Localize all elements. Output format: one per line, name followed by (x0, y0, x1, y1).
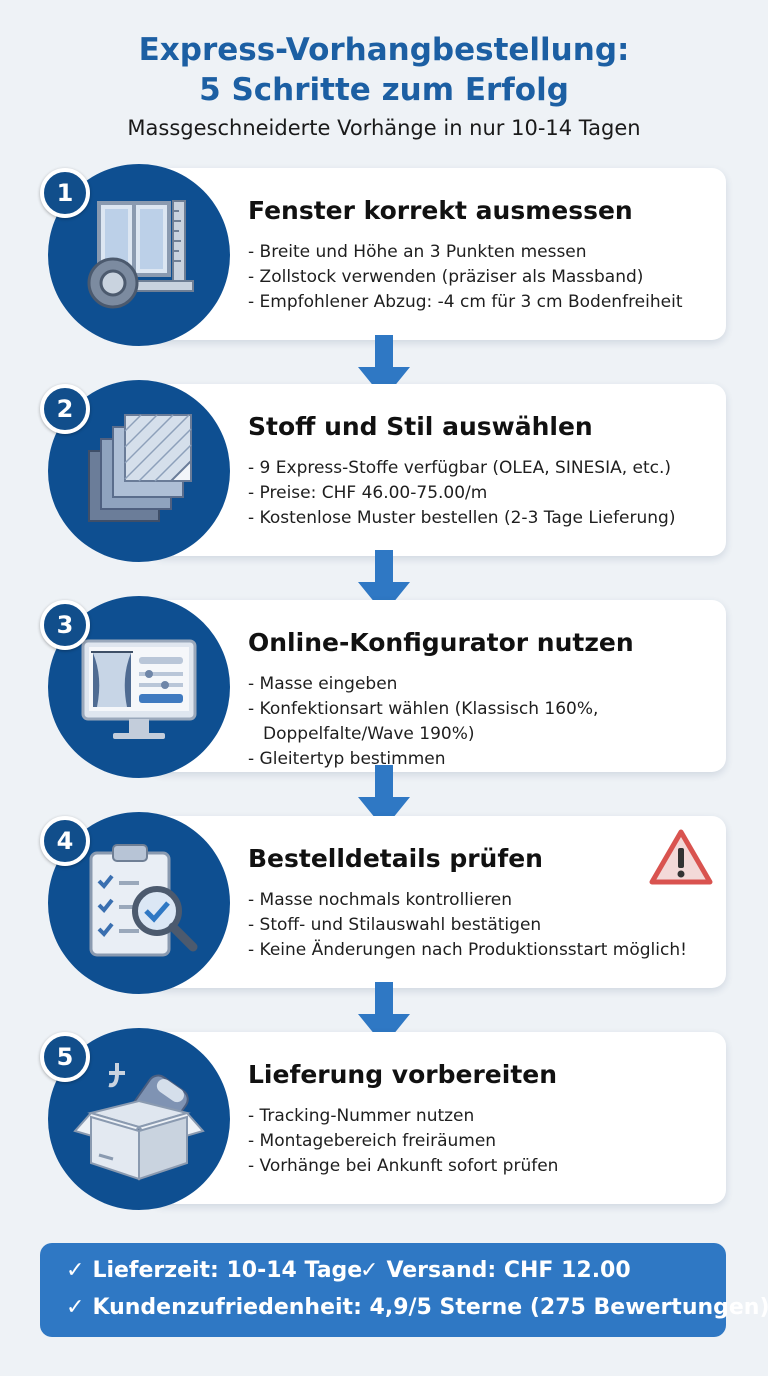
page-subtitle: Massgeschneiderte Vorhänge in nur 10-14 … (127, 116, 641, 140)
step-bullet: Konfektionsart wählen (Klassisch 160%, D… (248, 697, 718, 747)
summary-banner: ✓Lieferzeit: 10-14 Tage ✓Versand: CHF 12… (40, 1243, 768, 1337)
step-card-4: Bestelldetails prüfen Masse nochmals kon… (150, 816, 726, 988)
step-title: Online-Konfigurator nutzen (248, 628, 634, 657)
arrow-down-icon (358, 982, 410, 1052)
shipping-text: Versand: CHF 12.00 (386, 1258, 631, 1283)
step-bullet: Masse nochmals kontrollieren (248, 888, 718, 913)
delivery-time-text: Lieferzeit: 10-14 Tage (92, 1258, 363, 1283)
step-bullet: Gleitertyp bestimmen (248, 747, 718, 772)
step-bullet: Zollstock verwenden (präziser als Massba… (248, 265, 718, 290)
step-bullets: Masse eingeben Konfektionsart wählen (Kl… (248, 672, 718, 772)
step-card-2: Stoff und Stil auswählen 9 Express-Stoff… (150, 384, 726, 556)
step-bullet: Montagebereich freiräumen (248, 1129, 718, 1154)
computer-configurator-icon (48, 596, 230, 778)
step-bullet: Empfohlener Abzug: -4 cm für 3 cm Bodenf… (248, 290, 718, 315)
step-bullet: Vorhänge bei Ankunft sofort prüfen (248, 1154, 718, 1179)
step-bullets: 9 Express-Stoffe verfügbar (OLEA, SINESI… (248, 456, 718, 531)
step-bullets: Masse nochmals kontrollieren Stoff- und … (248, 888, 718, 963)
satisfaction-text: Kundenzufriedenheit: 4,9/5 Sterne (275 B… (92, 1295, 768, 1320)
step-bullets: Tracking-Nummer nutzen Montagebereich fr… (248, 1104, 718, 1179)
warning-triangle-icon (648, 828, 714, 892)
step-bullet: Kostenlose Muster bestellen (2-3 Tage Li… (248, 506, 718, 531)
step-bullet: 9 Express-Stoffe verfügbar (OLEA, SINESI… (248, 456, 718, 481)
step-number-badge: 3 (40, 600, 90, 650)
check-icon: ✓ (360, 1258, 379, 1283)
step-number-badge: 2 (40, 384, 90, 434)
arrow-down-icon (358, 765, 410, 835)
window-measuring-tape-icon (48, 164, 230, 346)
satisfaction-info: ✓ Kundenzufriedenheit: 4,9/5 Sterne (275 … (66, 1295, 768, 1320)
arrow-down-icon (358, 550, 410, 620)
check-icon: ✓ (66, 1295, 85, 1320)
step-bullet: Keine Änderungen nach Produktionsstart m… (248, 938, 718, 963)
step-number-badge: 4 (40, 816, 90, 866)
step-bullet: Stoff- und Stilauswahl bestätigen (248, 913, 718, 938)
title-line-1: Express-Vorhangbestellung: (138, 32, 630, 68)
step-title: Stoff und Stil auswählen (248, 412, 593, 441)
step-title: Lieferung vorbereiten (248, 1060, 558, 1089)
step-number-badge: 5 (40, 1032, 90, 1082)
shipping-info: ✓ Versand: CHF 12.00 (360, 1258, 631, 1283)
step-number-badge: 1 (40, 168, 90, 218)
step-title: Fenster korrekt ausmessen (248, 196, 633, 225)
delivery-time-info: ✓ Lieferzeit: 10-14 Tage (66, 1258, 362, 1283)
title-line-2: 5 Schritte zum Erfolg (199, 72, 569, 108)
delivery-box-icon (48, 1028, 230, 1210)
step-card-1: Fenster korrekt ausmessen Breite und Höh… (150, 168, 726, 340)
step-bullets: Breite und Höhe an 3 Punkten messen Zoll… (248, 240, 718, 315)
page-title: Express-Vorhangbestellung: 5 Schritte zu… (0, 30, 768, 110)
step-card-3: Online-Konfigurator nutzen Masse eingebe… (150, 600, 726, 772)
step-bullet: Tracking-Nummer nutzen (248, 1104, 718, 1129)
arrow-down-icon (358, 335, 410, 405)
step-card-5: Lieferung vorbereiten Tracking-Nummer nu… (150, 1032, 726, 1204)
step-bullet: Breite und Höhe an 3 Punkten messen (248, 240, 718, 265)
step-bullet: Masse eingeben (248, 672, 718, 697)
step-bullet: Preise: CHF 46.00-75.00/m (248, 481, 718, 506)
check-icon: ✓ (66, 1258, 85, 1283)
step-title: Bestelldetails prüfen (248, 844, 543, 873)
